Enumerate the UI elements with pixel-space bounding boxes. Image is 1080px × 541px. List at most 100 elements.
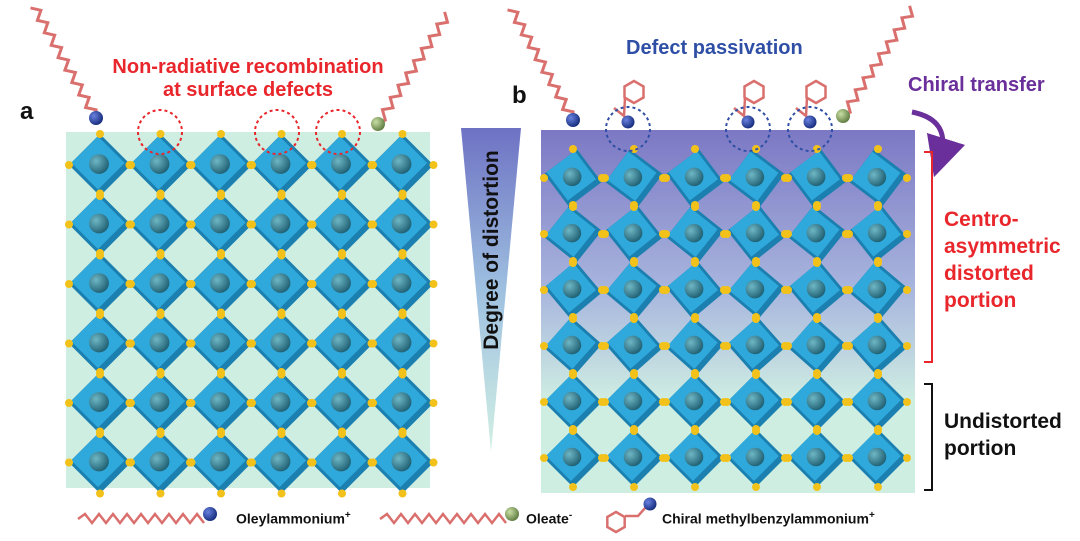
lead-atom bbox=[270, 392, 291, 412]
legend-chiral-icon bbox=[606, 497, 657, 534]
surface-defect-circle bbox=[254, 109, 300, 155]
halide-atom bbox=[156, 130, 165, 138]
defect-annotation: Non-radiative recombination at surface d… bbox=[88, 56, 408, 102]
halide-atom bbox=[874, 201, 882, 209]
lead-atom bbox=[89, 392, 109, 412]
octahedron bbox=[849, 205, 907, 263]
halide-atom bbox=[398, 130, 407, 138]
lead-atom bbox=[684, 167, 704, 187]
halide-atom bbox=[246, 458, 255, 467]
halide-atom bbox=[367, 280, 376, 288]
halide-atom bbox=[338, 130, 346, 138]
halide-atom bbox=[186, 280, 194, 288]
halide-atom bbox=[307, 458, 315, 467]
lead-atom bbox=[684, 447, 704, 467]
octahedron bbox=[371, 431, 434, 494]
lead-atom bbox=[270, 273, 291, 293]
lead-atom bbox=[331, 154, 351, 174]
halide-atom bbox=[813, 369, 821, 377]
ammonium-head bbox=[741, 115, 755, 129]
octahedron bbox=[788, 317, 846, 375]
octahedron bbox=[666, 149, 724, 207]
halide-atom bbox=[338, 308, 346, 317]
lead-atom bbox=[562, 167, 582, 187]
halide-atom bbox=[217, 308, 225, 317]
lead-atom bbox=[89, 154, 109, 174]
halide-atom bbox=[429, 339, 438, 348]
lead-atom bbox=[745, 447, 765, 467]
lead-atom bbox=[806, 167, 826, 187]
halide-atom bbox=[752, 483, 760, 491]
octahedron bbox=[849, 373, 907, 431]
legend-oleate: Oleate- bbox=[526, 510, 572, 527]
halide-atom bbox=[156, 308, 165, 317]
halide-atom bbox=[813, 257, 821, 265]
halide-atom bbox=[367, 339, 376, 348]
distorted-bracket bbox=[924, 151, 933, 363]
halide-atom bbox=[723, 230, 731, 238]
octahedron bbox=[250, 431, 313, 494]
lead-atom bbox=[391, 451, 412, 472]
octahedron bbox=[371, 312, 434, 375]
halide-atom bbox=[429, 458, 438, 467]
octahedron bbox=[311, 253, 373, 315]
halide-atom bbox=[338, 368, 346, 376]
octahedron bbox=[544, 149, 602, 207]
octahedron bbox=[250, 372, 313, 434]
halide-atom bbox=[691, 425, 699, 433]
octahedron bbox=[129, 134, 192, 196]
halide-atom bbox=[277, 427, 286, 436]
chiral-transfer-arrow bbox=[911, 109, 966, 178]
halide-atom bbox=[874, 483, 882, 491]
halide-atom bbox=[307, 399, 315, 407]
halide-atom bbox=[540, 230, 548, 238]
halide-atom bbox=[246, 280, 255, 288]
halide-atom bbox=[217, 189, 225, 198]
halide-atom bbox=[186, 339, 194, 348]
halide-atom bbox=[630, 425, 638, 433]
halide-atom bbox=[246, 161, 255, 169]
halide-atom bbox=[662, 174, 670, 182]
octahedron bbox=[129, 372, 192, 434]
halide-atom bbox=[156, 249, 165, 257]
halide-atom bbox=[277, 130, 286, 138]
lead-atom bbox=[806, 335, 826, 355]
chiral-ligand bbox=[613, 79, 645, 129]
halide-atom bbox=[367, 220, 376, 229]
halide-atom bbox=[398, 427, 407, 436]
octahedron bbox=[371, 134, 434, 196]
passivation-circle bbox=[725, 106, 771, 152]
octahedron bbox=[788, 261, 846, 319]
octahedron bbox=[544, 429, 602, 487]
halide-atom bbox=[903, 286, 911, 294]
oleate-chain bbox=[377, 11, 450, 126]
lead-atom bbox=[745, 391, 765, 411]
halide-atom bbox=[569, 313, 577, 321]
lead-atom bbox=[867, 447, 887, 467]
octahedron bbox=[727, 149, 785, 207]
octahedron bbox=[849, 429, 907, 487]
oleylammonium-chain bbox=[507, 8, 575, 121]
benzene-ring bbox=[606, 510, 626, 534]
lead-atom bbox=[867, 279, 887, 299]
halide-atom bbox=[125, 280, 134, 288]
halide-atom bbox=[630, 313, 638, 321]
halide-atom bbox=[845, 230, 853, 238]
halide-atom bbox=[845, 174, 853, 182]
halide-atom bbox=[845, 398, 853, 406]
lead-atom bbox=[623, 279, 643, 299]
benzene-ring bbox=[743, 79, 765, 105]
octahedron bbox=[849, 149, 907, 207]
halide-atom bbox=[601, 286, 609, 294]
lead-atom bbox=[806, 447, 826, 467]
lead-atom bbox=[806, 391, 826, 411]
legend-oleylammonium-text: Oleylammonium bbox=[236, 510, 345, 527]
lead-atom bbox=[867, 391, 887, 411]
halide-atom bbox=[65, 280, 73, 288]
oleylammonium-chain bbox=[30, 6, 98, 119]
halide-atom bbox=[662, 286, 670, 294]
halide-atom bbox=[246, 220, 255, 229]
lead-atom bbox=[562, 223, 582, 243]
halide-atom bbox=[540, 342, 548, 350]
halide-atom bbox=[784, 398, 792, 406]
